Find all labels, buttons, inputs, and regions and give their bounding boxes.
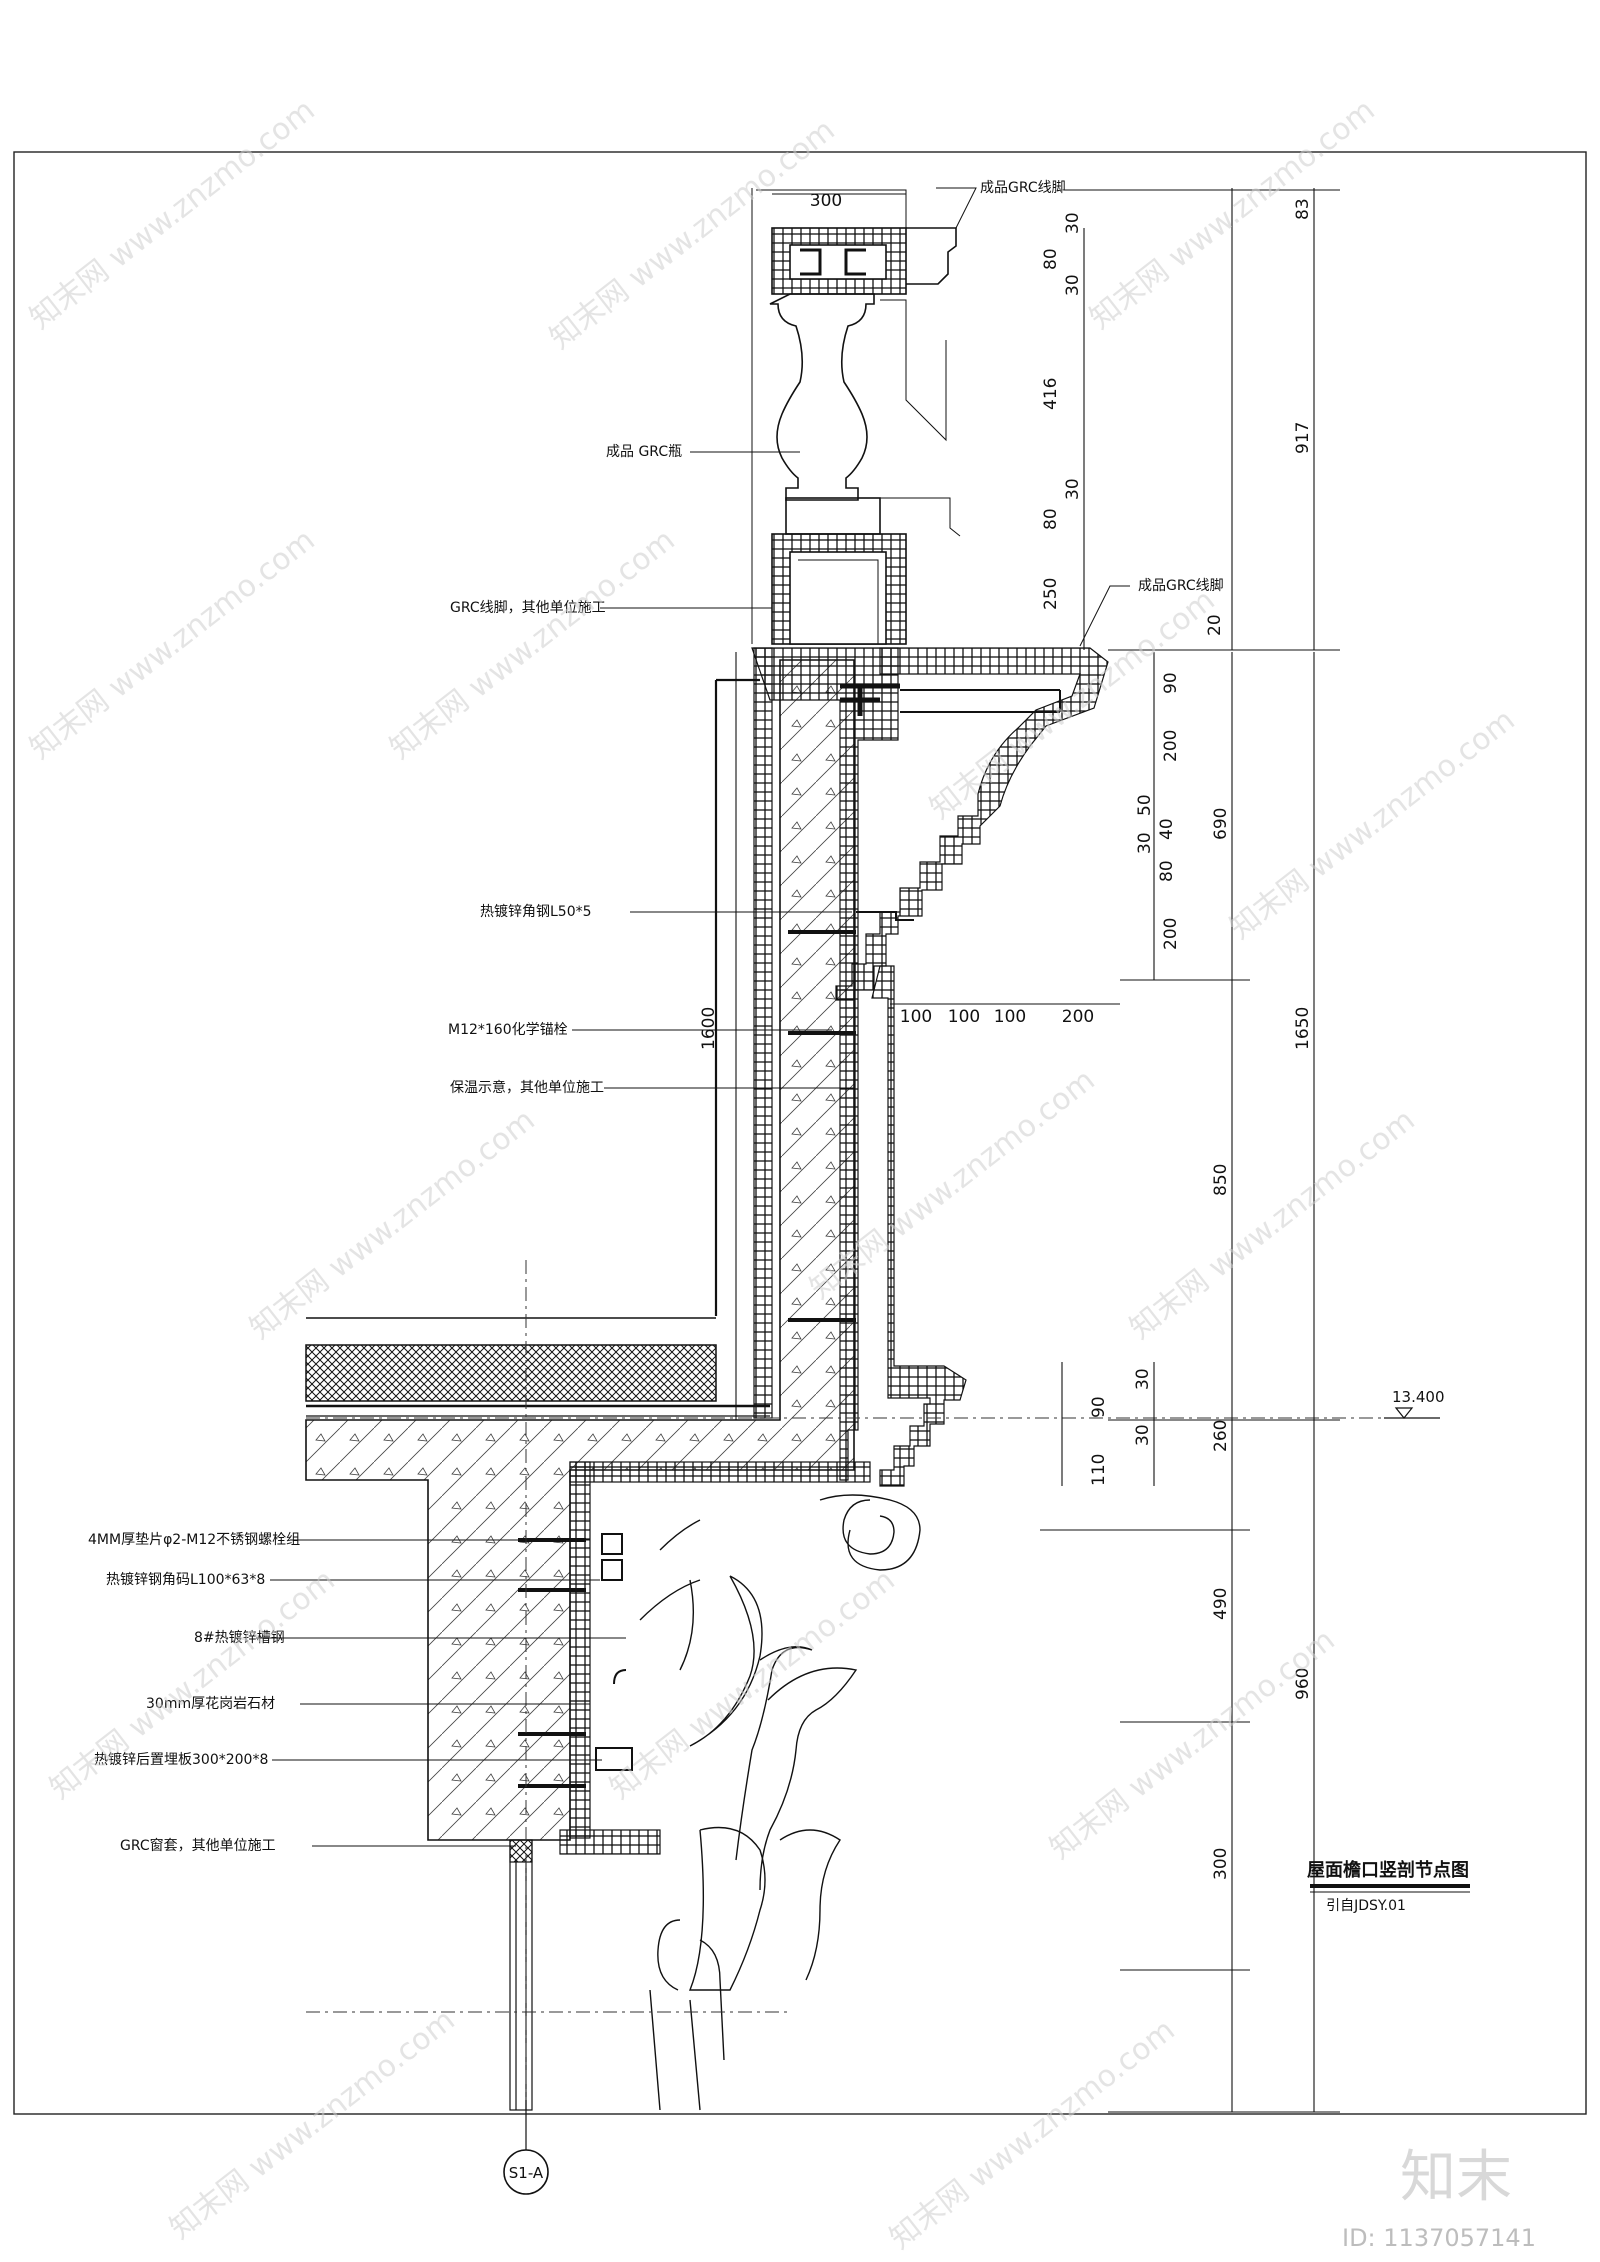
sheet-frame [13, 151, 1587, 2115]
label-granite: 30mm厚花岗岩石材 [146, 1696, 275, 1712]
dim-base-20: 20 [1205, 614, 1225, 636]
dim-total-960: 960 [1293, 1668, 1313, 1700]
dim-low-30b: 30 [1133, 1424, 1153, 1446]
watermark-text: 知末网 www.znzmo.com [163, 2003, 461, 2247]
dim-cornice-80: 80 [1157, 860, 1177, 882]
watermark-text: 知末网 www.znzmo.com [1123, 1103, 1421, 1347]
dim-cornice-200a: 200 [1161, 730, 1181, 762]
section-marker-text: S1-A [509, 2164, 544, 2182]
watermark-text: 知末网 www.znzmo.com [1043, 1623, 1341, 1867]
dim-cap-30b: 30 [1063, 274, 1083, 296]
watermark-text: 知末网 www.znzmo.com [383, 523, 681, 767]
watermark-text: 知末网 www.znzmo.com [23, 523, 321, 767]
section-marker: S1-A [503, 2100, 549, 2195]
dim-step-200: 200 [1062, 1007, 1094, 1027]
level-mark-text: 13.400 [1392, 1388, 1445, 1406]
label-angle-code: 热镀锌钢角码L100*63*8 [106, 1571, 265, 1588]
title-block: 屋面檐口竖剖节点图 引自JDSY.01 [1307, 1859, 1470, 1914]
window-jamb [509, 1839, 533, 2111]
watermark-text: 知末网 www.znzmo.com [1223, 703, 1521, 947]
label-embed-plate: 热镀锌后置埋板300*200*8 [94, 1751, 268, 1768]
level-mark: 13.400 [1384, 1388, 1445, 1419]
dim-low-30a: 30 [1133, 1368, 1153, 1390]
dim-top-83: 83 [1293, 198, 1313, 220]
dimension-lines [735, 188, 1340, 2113]
label-bolt-group: 4MM厚垫片φ2-M12不锈钢螺栓组 [88, 1532, 300, 1548]
drawing-reference: 引自JDSY.01 [1326, 1898, 1406, 1914]
dim-step-100b: 100 [948, 1007, 980, 1027]
dim-total-1650: 1650 [1293, 1007, 1313, 1050]
dim-cap-80a: 80 [1041, 248, 1061, 270]
balustrade [751, 188, 961, 645]
label-insulation: 保温示意，其他单位施工 [450, 1079, 604, 1096]
brand-block: 知末 ID: 1137057141 [1342, 2145, 1536, 2252]
dim-base-250: 250 [1041, 578, 1061, 610]
label-grc-base: GRC线脚，其他单位施工 [450, 600, 606, 616]
watermark-text: 知末网 www.znzmo.com [243, 1103, 541, 1347]
dim-cap-30a: 30 [1063, 212, 1083, 234]
drawing-title: 屋面檐口竖剖节点图 [1307, 1859, 1469, 1881]
grc-baluster [769, 293, 875, 501]
dim-cornice-200b: 200 [1161, 918, 1181, 950]
dim-low-90: 90 [1089, 1396, 1109, 1418]
dim-low-490: 490 [1211, 1588, 1231, 1620]
watermark-text: 知末网 www.znzmo.com [883, 2013, 1181, 2257]
watermark-text: 知末网 www.znzmo.com [43, 1563, 341, 1807]
dim-low-260: 260 [1211, 1420, 1231, 1452]
callout-texts: 成品GRC线脚 成品 GRC瓶 GRC线脚，其他单位施工 成品GRC线脚 热镀锌… [88, 180, 1224, 1854]
dim-cornice-50: 50 [1135, 794, 1155, 816]
dim-wall-1600: 1600 [699, 1007, 719, 1050]
dim-top-width: 300 [810, 191, 842, 211]
label-grc-baluster: 成品 GRC瓶 [606, 444, 682, 460]
dim-baluster-416: 416 [1041, 378, 1061, 410]
watermark-text: 知末网 www.znzmo.com [923, 583, 1221, 827]
label-grc-cap: 成品GRC线脚 [980, 180, 1066, 196]
dim-step-100c: 100 [994, 1007, 1026, 1027]
dim-cornice-40: 40 [1157, 818, 1177, 840]
dim-cap-30c: 30 [1063, 478, 1083, 500]
dim-mid-850: 850 [1211, 1164, 1231, 1196]
roof-slab [305, 659, 855, 1841]
insulation-band [559, 647, 899, 1855]
watermark-text: 知末网 www.znzmo.com [23, 93, 321, 337]
label-channel-steel: 8#热镀锌槽钢 [194, 1629, 285, 1646]
capital-ornament [639, 1494, 921, 2111]
label-grc-cornice: 成品GRC线脚 [1138, 578, 1224, 594]
dim-low-110: 110 [1089, 1454, 1109, 1486]
dim-low-300: 300 [1211, 1848, 1231, 1880]
label-window-trim: GRC窗套，其他单位施工 [120, 1837, 276, 1854]
dim-cornice-690: 690 [1211, 808, 1231, 840]
dim-base-80: 80 [1041, 508, 1061, 530]
dim-cornice-30a: 30 [1135, 832, 1155, 854]
brand-logo: 知末 [1400, 2145, 1512, 2210]
label-anchor-bolt: M12*160化学锚栓 [448, 1022, 568, 1038]
callout-leaders [256, 187, 1130, 1847]
dim-total-917: 917 [1293, 422, 1313, 454]
centerlines [306, 1260, 1440, 2100]
dim-step-100a: 100 [900, 1007, 932, 1027]
watermark-text: 知末网 www.znzmo.com [603, 1563, 901, 1807]
image-id: ID: 1137057141 [1342, 2224, 1536, 2252]
label-angle-steel: 热镀锌角钢L50*5 [480, 903, 592, 920]
cornice-profile [835, 647, 1109, 1487]
dimension-texts: 300 30 80 30 416 30 80 250 20 917 83 160… [699, 191, 1313, 1880]
dim-cornice-90a: 90 [1161, 672, 1181, 694]
